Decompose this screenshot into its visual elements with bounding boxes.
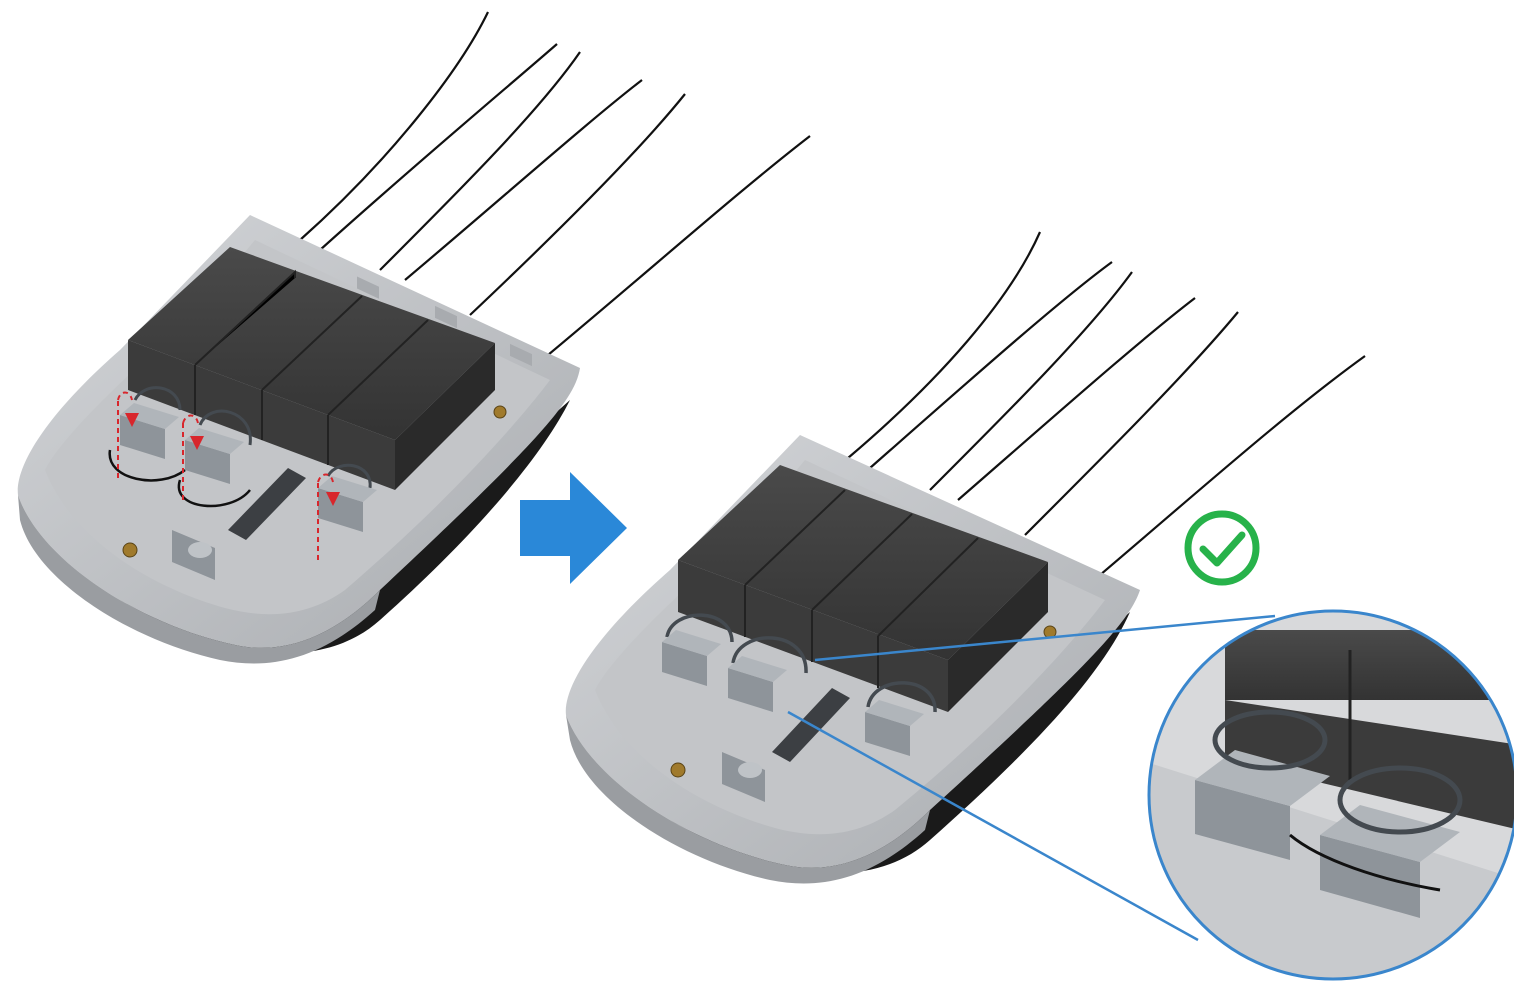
cable: [870, 262, 1112, 468]
cable: [470, 94, 685, 315]
cable: [548, 136, 810, 355]
zoom-detail: [1140, 611, 1514, 983]
right-arrow-icon: [520, 472, 627, 584]
cable: [1025, 312, 1238, 535]
brass-screw: [671, 763, 685, 777]
check-circle-icon: [1188, 514, 1256, 582]
rod-pin: [738, 762, 762, 778]
brass-screw: [123, 543, 137, 557]
zoom-battery-top: [1225, 630, 1514, 700]
rod-pin: [188, 542, 212, 558]
cable: [300, 12, 488, 240]
cable: [320, 44, 557, 250]
brass-screw: [494, 406, 506, 418]
